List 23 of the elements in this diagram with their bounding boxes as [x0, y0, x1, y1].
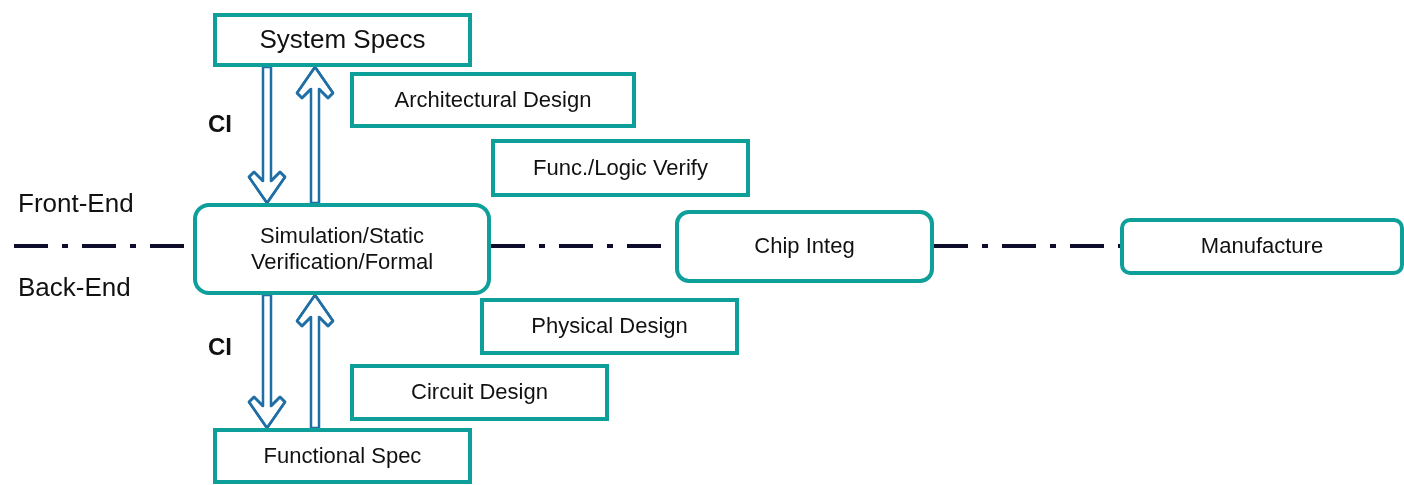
section-label: Front-End	[18, 188, 134, 219]
process-box	[675, 210, 934, 283]
process-box	[213, 428, 472, 484]
process-box	[480, 298, 739, 355]
process-box	[1120, 218, 1404, 275]
box-label: Architectural Design	[394, 86, 592, 114]
box-label: Physical Design	[531, 313, 688, 340]
box-label: Func./Logic Verify	[533, 154, 708, 182]
process-box	[350, 364, 609, 421]
box-label: Simulation/Static Verification/Formal	[249, 222, 435, 276]
process-box	[350, 72, 636, 128]
dash-dot-line	[934, 244, 1120, 248]
box-label: Circuit Design	[411, 379, 548, 406]
section-label: Back-End	[18, 272, 131, 303]
process-box	[193, 203, 491, 295]
label: CI	[208, 333, 232, 361]
box-label: Functional Spec	[263, 442, 422, 470]
box-label: Chip Integ	[754, 233, 855, 260]
process-box	[491, 139, 750, 197]
box-label: System Specs	[259, 24, 426, 56]
label: CI	[208, 110, 232, 138]
process-box	[213, 13, 472, 67]
box-label: Manufacture	[1200, 233, 1324, 260]
